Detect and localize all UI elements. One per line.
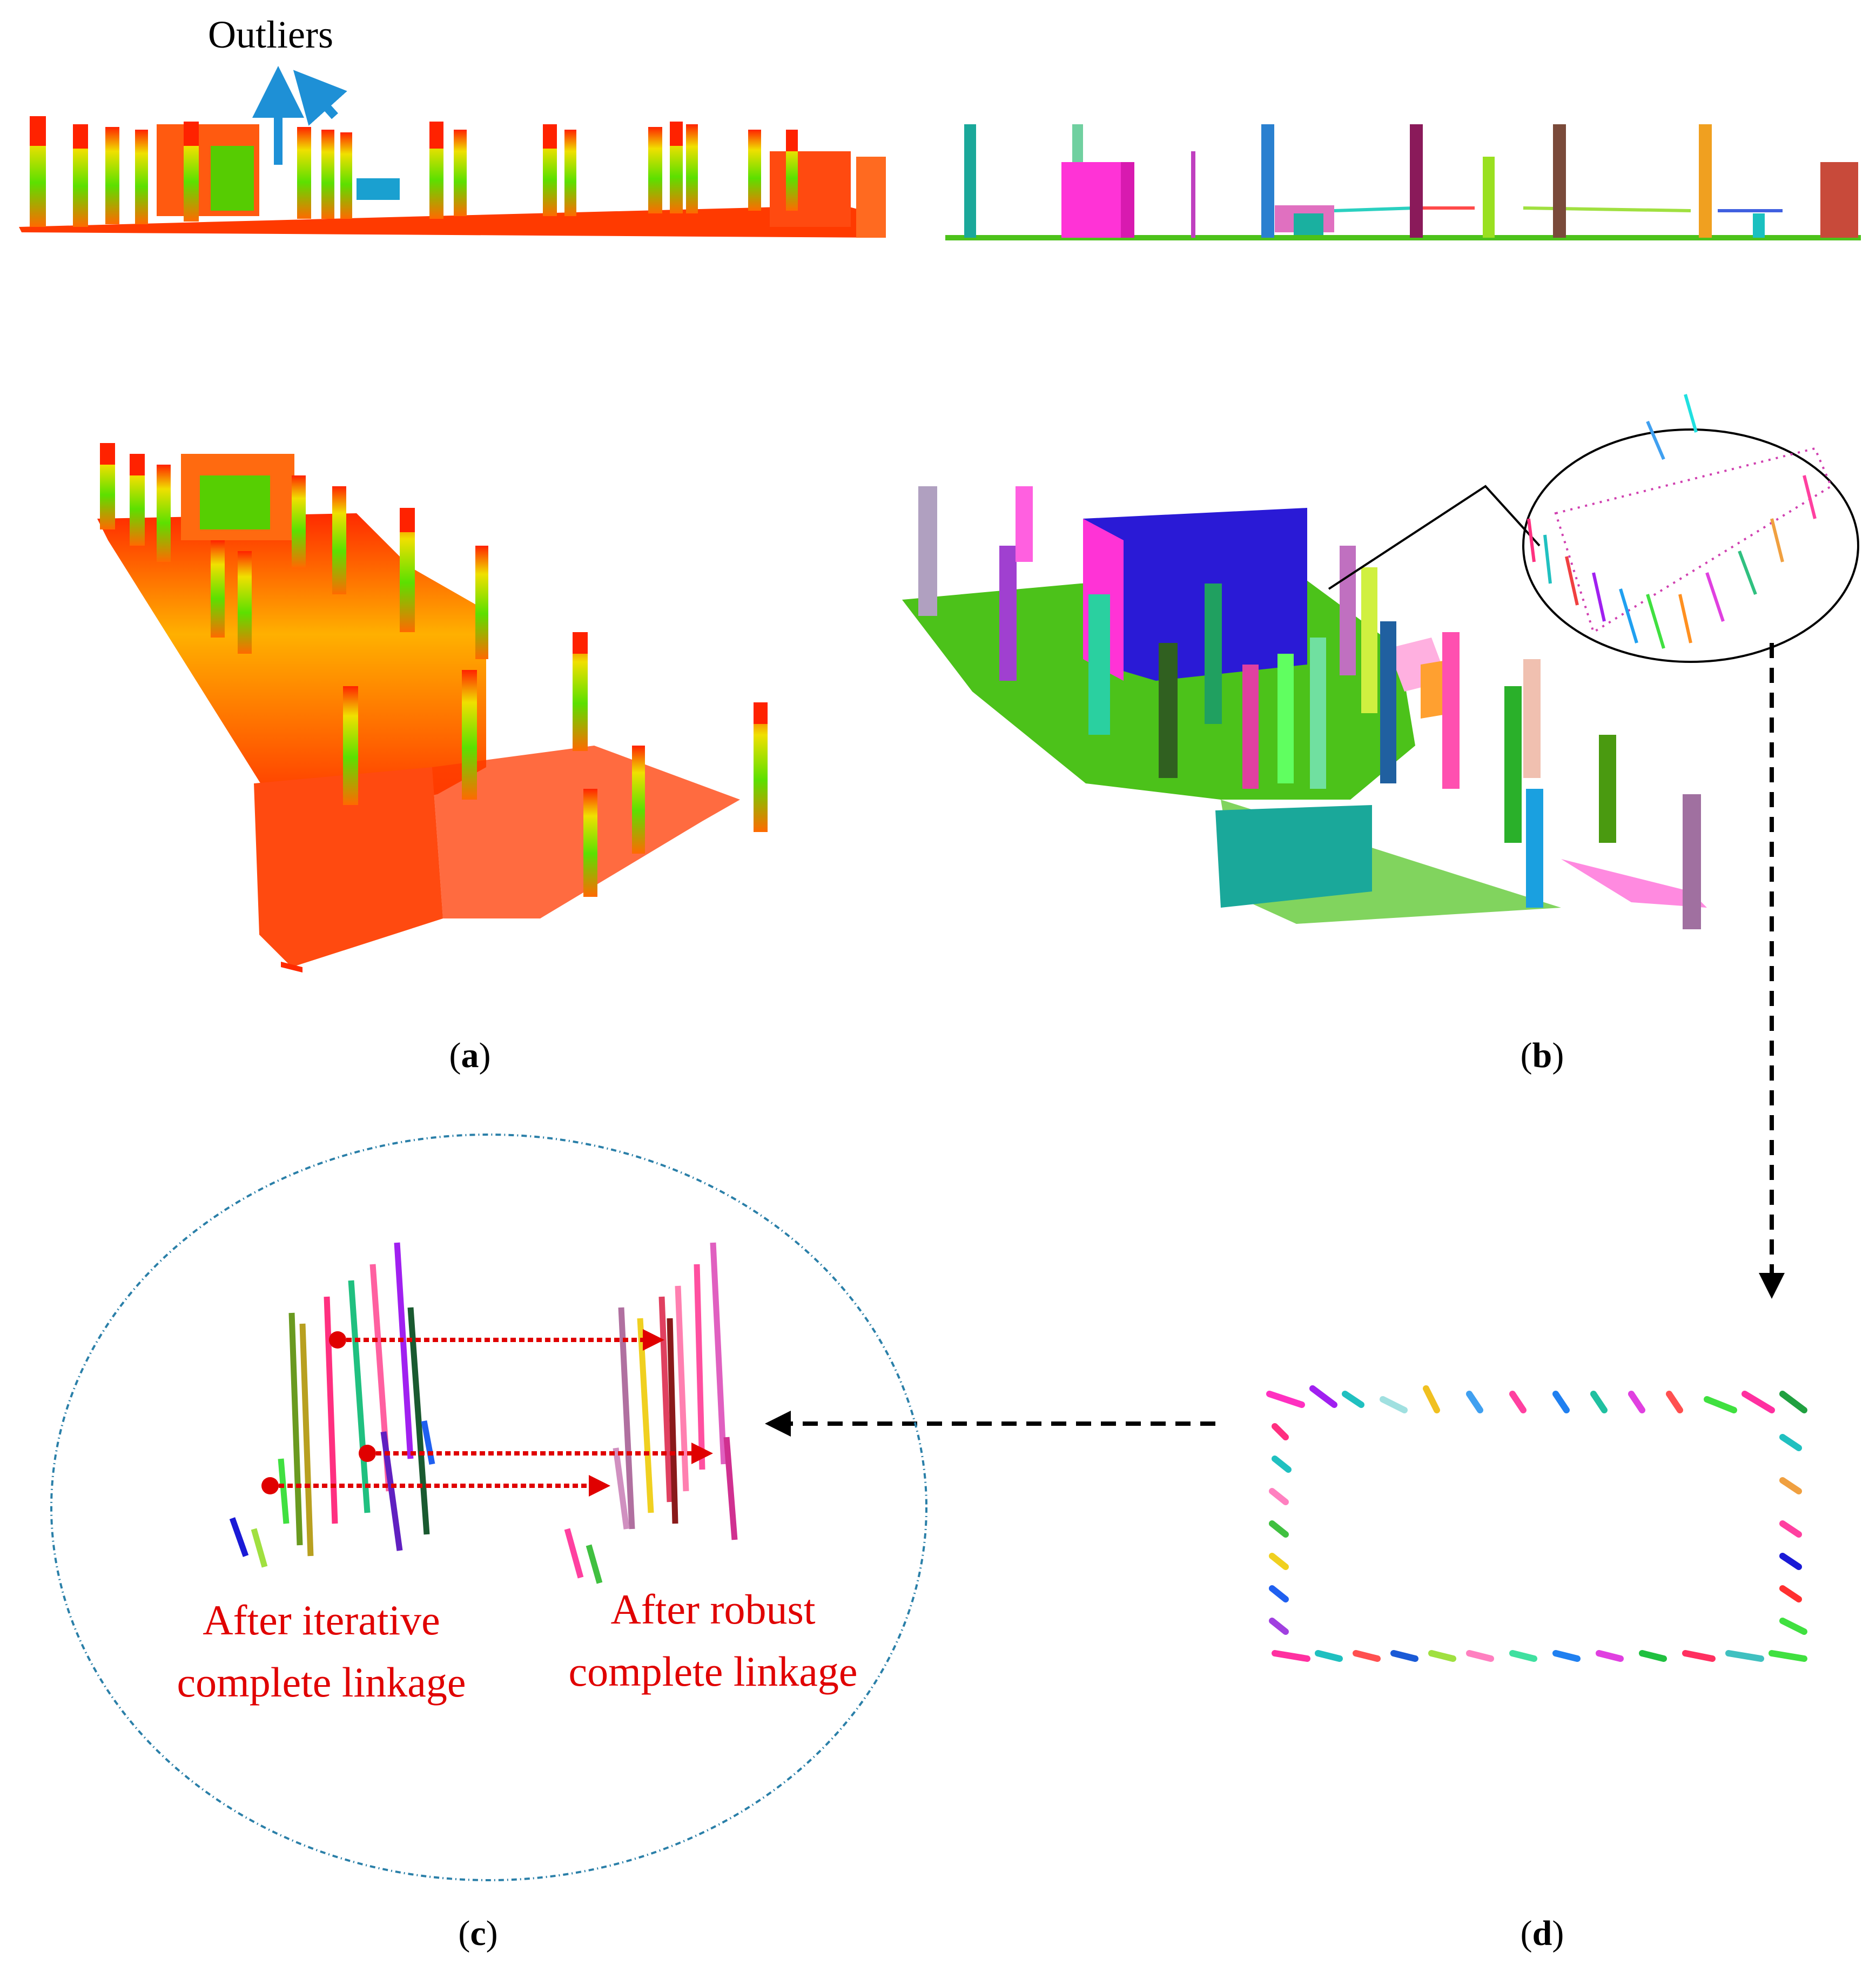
robust-label-line2: complete linkage (569, 1648, 858, 1695)
segmented-wall-magenta (1061, 162, 1121, 238)
robust-label-line1: After robust (610, 1586, 815, 1633)
segmented-wall-blue (1083, 508, 1307, 681)
raw-wall-front (254, 767, 443, 967)
robust-rebars (564, 1242, 738, 1584)
panel-d-rebar-ring (1266, 1385, 1807, 1662)
panel-c-ellipse-group: After iterative complete linkage After r… (50, 1134, 927, 1881)
panel-c-ellipse (50, 1134, 927, 1881)
outliers-label: Outliers (208, 13, 333, 56)
raw-scan-perspective (97, 443, 768, 973)
segmented-side-view (945, 124, 1861, 240)
scan-columns (30, 116, 798, 227)
outlier-arrow-diagonal (293, 70, 347, 126)
iterative-rebars (229, 1242, 435, 1568)
panel-label-b: (b) (1521, 1036, 1564, 1075)
segmented-wall-teal (1215, 805, 1372, 908)
zoom-callout-pointer (1328, 485, 1541, 590)
panel-label-a: (a) (449, 1036, 491, 1075)
red-link-arrows (270, 1329, 713, 1497)
segmented-columns (964, 124, 1765, 238)
ground-strip (19, 205, 886, 238)
panel-label-d: (d) (1521, 1914, 1564, 1953)
wall-block (770, 151, 851, 227)
raw-scan-side-view: Outliers (19, 13, 886, 238)
segmented-perspective-columns (918, 486, 1701, 929)
segmented-perspective (902, 394, 1859, 929)
iterative-label-line2: complete linkage (177, 1659, 466, 1706)
segmented-wall-right (1820, 162, 1858, 238)
panel-label-c: (c) (458, 1914, 497, 1953)
zoom-bubble (1522, 428, 1859, 663)
zoom-bubble-rebars (1527, 394, 1817, 649)
iterative-label-line1: After iterative (203, 1597, 440, 1644)
segmented-ground (945, 235, 1861, 240)
